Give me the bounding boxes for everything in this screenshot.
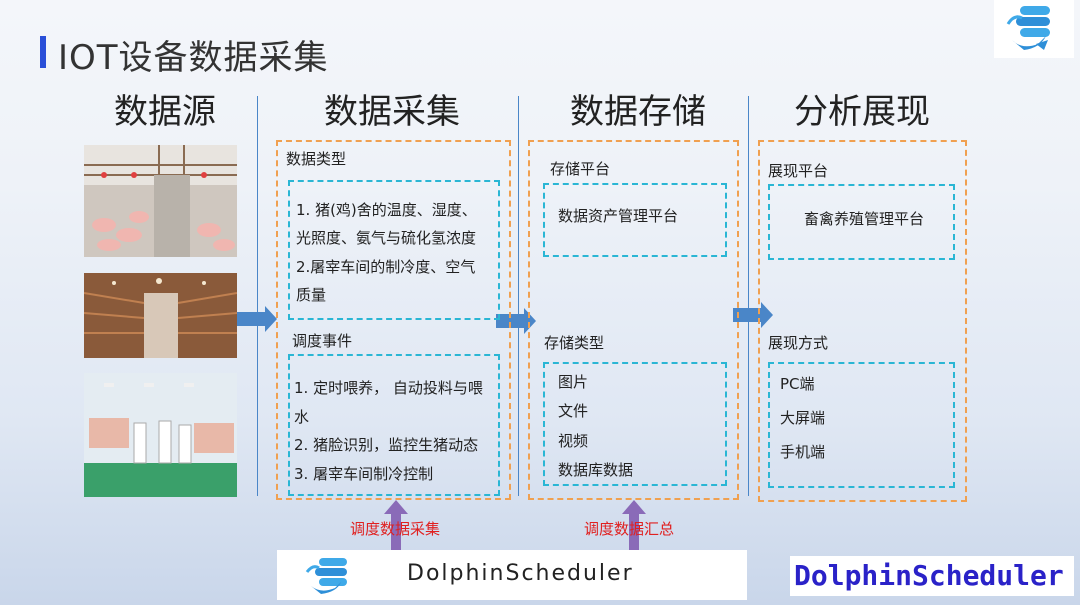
column-title-collect: 数据采集 bbox=[324, 84, 460, 133]
schedule-collect-label: 调度数据采集 bbox=[350, 518, 440, 539]
analysis-platform-name: 畜禽养殖管理平台 bbox=[804, 205, 924, 233]
photo-chicken-farm bbox=[84, 273, 237, 358]
divider bbox=[257, 96, 258, 496]
analysis-mode-item: 大屏端 bbox=[780, 404, 825, 432]
data-type-line: 1. 猪(鸡)舍的温度、湿度、 bbox=[296, 196, 477, 224]
dolphinscheduler-logo-text: DolphinScheduler bbox=[407, 561, 634, 586]
data-type-label: 数据类型 bbox=[286, 148, 346, 169]
dolphinscheduler-wordmark: DolphinScheduler bbox=[790, 556, 1074, 596]
storage-platform-name: 数据资产管理平台 bbox=[558, 202, 678, 230]
schedule-summary-label: 调度数据汇总 bbox=[584, 518, 674, 539]
data-type-line: 光照度、氨气与硫化氢浓度 bbox=[296, 224, 476, 252]
event-line: 1. 定时喂养， 自动投料与喂 bbox=[294, 374, 483, 402]
photo-pig-farm bbox=[84, 145, 237, 257]
storage-type-item: 文件 bbox=[558, 397, 588, 425]
storage-platform-label: 存储平台 bbox=[550, 158, 610, 179]
dolphin-icon bbox=[291, 556, 371, 596]
data-type-line: 质量 bbox=[296, 281, 326, 309]
photo-slaughter-workshop bbox=[84, 373, 237, 497]
event-line: 3. 屠宰车间制冷控制 bbox=[294, 460, 433, 488]
event-line: 2. 猪脸识别，监控生猪动态 bbox=[294, 431, 478, 459]
analysis-mode-label: 展现方式 bbox=[768, 332, 828, 353]
dolphinscheduler-logo-small bbox=[994, 0, 1074, 58]
analysis-platform-label: 展现平台 bbox=[768, 160, 828, 181]
flow-arrow bbox=[237, 306, 279, 332]
storage-type-item: 视频 bbox=[558, 427, 588, 455]
analysis-mode-item: 手机端 bbox=[780, 438, 825, 466]
event-line: 水 bbox=[294, 403, 309, 431]
event-label: 调度事件 bbox=[292, 330, 352, 351]
storage-type-item: 数据库数据 bbox=[558, 456, 633, 484]
dolphinscheduler-logo: DolphinScheduler bbox=[277, 550, 747, 600]
storage-type-item: 图片 bbox=[558, 368, 588, 396]
divider bbox=[748, 96, 749, 496]
storage-type-label: 存储类型 bbox=[544, 332, 604, 353]
data-type-line: 2.屠宰车间的制冷度、空气 bbox=[296, 253, 475, 281]
column-title-source: 数据源 bbox=[114, 84, 216, 133]
column-title-analysis: 分析展现 bbox=[794, 84, 930, 133]
column-title-storage: 数据存储 bbox=[570, 84, 706, 133]
title-accent-bar bbox=[40, 36, 46, 68]
analysis-mode-item: PC端 bbox=[780, 370, 815, 398]
divider bbox=[518, 96, 519, 496]
page-title: IOT设备数据采集 bbox=[58, 30, 329, 79]
